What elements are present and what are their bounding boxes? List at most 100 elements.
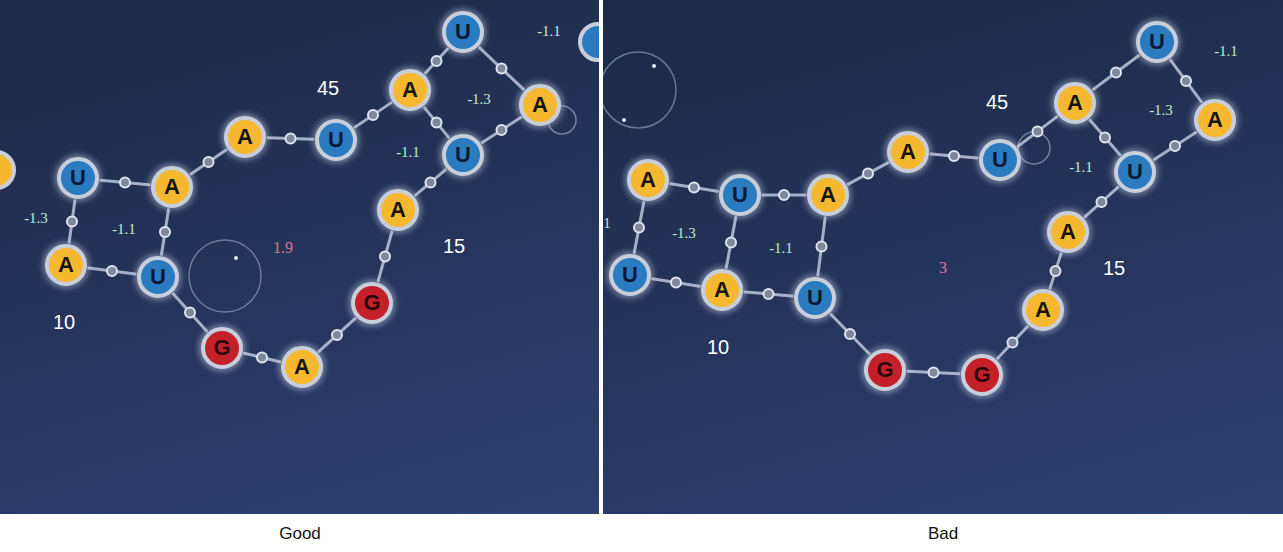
strand-link	[831, 314, 869, 353]
strand-link	[1171, 60, 1202, 101]
base-letter: U	[150, 266, 166, 288]
base-letter: A	[1060, 221, 1076, 243]
strand-link	[671, 183, 718, 193]
base-letter: A	[402, 79, 418, 101]
energy-value: -1.3	[467, 91, 491, 108]
strand-link	[1018, 117, 1056, 146]
strand-link	[634, 203, 644, 253]
strand-link	[67, 201, 77, 242]
nucleotide: U	[1136, 21, 1178, 63]
base-letter: U	[70, 167, 86, 189]
nucleotide: A	[151, 166, 193, 208]
base-letter: U	[328, 129, 344, 151]
loop-energy: 3	[939, 259, 947, 277]
base-letter: U	[622, 264, 638, 286]
bubble	[189, 240, 261, 312]
bubble-glint	[234, 256, 238, 260]
base-letter: U	[1127, 161, 1143, 183]
panel-caption: Bad	[928, 524, 958, 544]
nucleotide: G	[201, 327, 243, 369]
strand-link	[763, 190, 805, 200]
strand-link	[191, 150, 226, 174]
strand-link	[425, 108, 449, 137]
strand-link	[89, 266, 135, 276]
strand-link	[1090, 120, 1120, 154]
base-letter: A	[164, 176, 180, 198]
bubble	[603, 52, 676, 128]
strand-link	[908, 368, 959, 378]
bubble	[1018, 132, 1050, 164]
strand-link	[416, 170, 446, 195]
strand-link	[653, 278, 700, 288]
nucleotide: A	[887, 131, 929, 173]
bubble-glint	[652, 64, 656, 68]
nucleotide: A	[1047, 211, 1089, 253]
game-panel	[603, 0, 1283, 514]
position-number: 45	[317, 77, 339, 100]
base-letter: G	[973, 364, 990, 386]
strand-link	[726, 218, 736, 268]
nucleotide: A	[807, 174, 849, 216]
base-letter: A	[294, 356, 310, 378]
nucleotide: A	[701, 269, 743, 311]
nucleotide: A	[281, 346, 323, 388]
strand-link	[1050, 254, 1061, 288]
position-number: 45	[986, 91, 1008, 114]
strand-link	[848, 163, 887, 184]
strand-link	[268, 134, 313, 144]
base-letter: A	[900, 141, 916, 163]
loop-energy: 1.9	[273, 239, 293, 257]
base-letter: G	[876, 359, 893, 381]
strand-link	[482, 118, 520, 143]
nucleotide: A	[224, 116, 266, 158]
nucleotide: G	[961, 354, 1003, 396]
base-letter: A	[390, 199, 406, 221]
strand-link	[745, 289, 792, 299]
base-letter: A	[237, 126, 253, 148]
nucleotide: A	[1054, 82, 1096, 124]
bubble-glint	[622, 118, 626, 122]
energy-value: -1.1	[537, 23, 561, 40]
strand-link	[101, 178, 149, 188]
base-letter: A	[714, 279, 730, 301]
position-number: 10	[53, 311, 75, 334]
position-number: 10	[707, 336, 729, 359]
energy-value: -1.1	[112, 221, 136, 238]
base-letter: U	[992, 149, 1008, 171]
nucleotide: U	[719, 174, 761, 216]
strand-link	[319, 319, 355, 352]
partial-nucleotide	[580, 24, 599, 60]
strand-link	[817, 218, 827, 275]
strand-link	[1085, 187, 1118, 216]
strand-link	[931, 151, 977, 161]
nucleotide: U	[442, 134, 484, 176]
nucleotide: A	[45, 244, 87, 286]
strand-link	[244, 353, 279, 363]
partial-nucleotide	[0, 152, 14, 188]
nucleotide: U	[1114, 151, 1156, 193]
base-letter: G	[213, 337, 230, 359]
nucleotide: G	[864, 349, 906, 391]
base-letter: A	[1207, 109, 1223, 131]
base-letter: A	[1035, 299, 1051, 321]
base-letter: G	[363, 292, 380, 314]
base-letter: U	[1149, 31, 1165, 53]
nucleotide: A	[627, 159, 669, 201]
base-letter: A	[1067, 92, 1083, 114]
strand-link	[426, 49, 448, 73]
strand-link	[480, 48, 524, 89]
energy-value: -1.1	[1069, 159, 1093, 176]
nucleotide: A	[377, 189, 419, 231]
base-letter: A	[820, 184, 836, 206]
nucleotide: U	[794, 277, 836, 319]
nucleotide: U	[315, 119, 357, 161]
base-letter: A	[640, 169, 656, 191]
position-number: 15	[443, 235, 465, 258]
nucleotide: U	[442, 11, 484, 53]
nucleotide: A	[519, 84, 561, 126]
energy-value: -1.1	[769, 240, 793, 257]
nucleotide: A	[1022, 289, 1064, 331]
strand-link	[173, 294, 206, 331]
base-letter: A	[58, 254, 74, 276]
energy-value: -1.3	[24, 210, 48, 227]
